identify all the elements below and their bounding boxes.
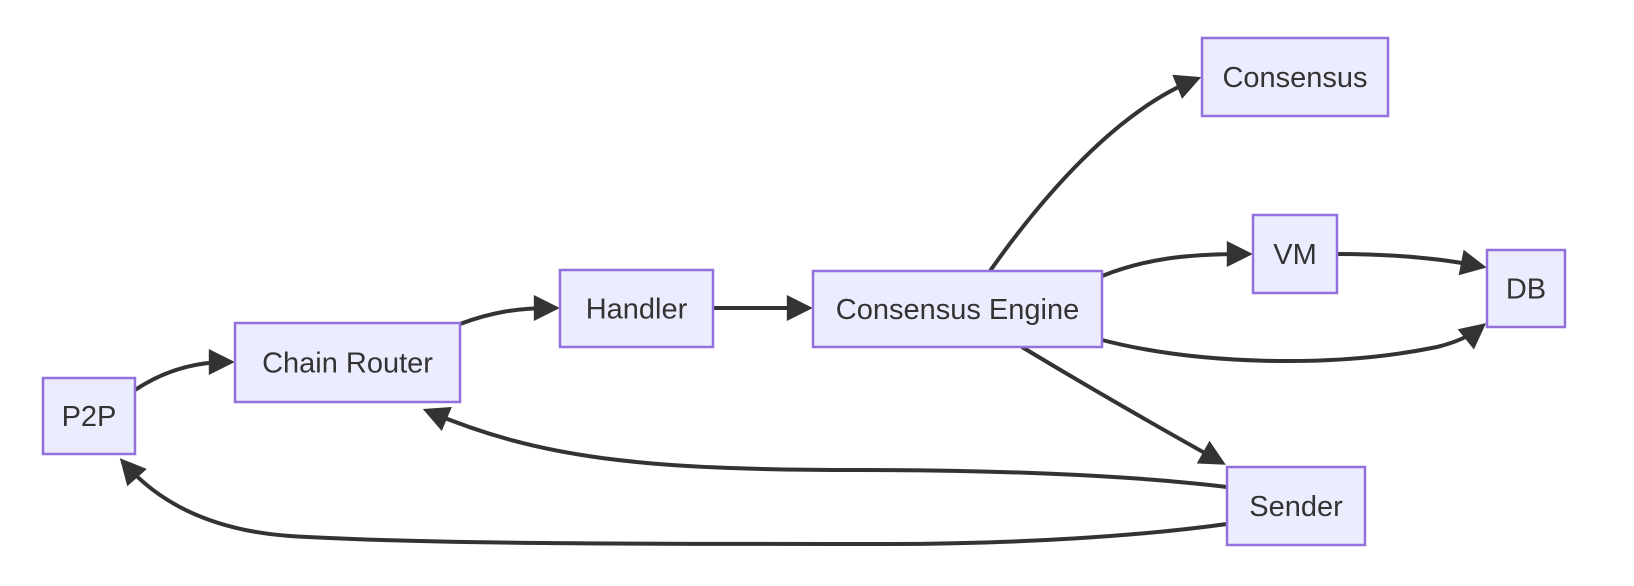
node-consensus-label: Consensus: [1222, 62, 1367, 94]
edge-sender-to-p2p: [119, 458, 1228, 547]
node-sender-box: [1225, 465, 1367, 547]
node-vm-label: VM: [1273, 239, 1317, 271]
edge-consensus-engine-to-db: [1101, 323, 1487, 364]
node-consensus-engine-box: [811, 269, 1104, 349]
edge-consensus-engine-to-vm: [1101, 241, 1253, 278]
edge-consensus-engine-to-consensus: [988, 74, 1202, 273]
node-handler-label: Handler: [586, 294, 688, 326]
node-sender-label: Sender: [1249, 491, 1343, 523]
nodes-layer: P2P Chain Router Handler Consensus Engine Co…: [41, 36, 1567, 547]
node-consensus: Consensus: [1200, 36, 1390, 118]
node-consensus-engine: Consensus Engine: [811, 269, 1104, 349]
node-db: DB: [1485, 248, 1567, 329]
node-db-box: [1485, 248, 1567, 329]
edge-vm-to-db: [1336, 249, 1487, 276]
edge-sender-to-chain-router: [422, 407, 1228, 489]
node-consensus-engine-label: Consensus Engine: [836, 294, 1079, 326]
node-vm-box: [1251, 213, 1339, 295]
node-p2p-box: [41, 376, 137, 456]
node-chain-router-label: Chain Router: [262, 348, 433, 380]
node-sender: Sender: [1225, 465, 1367, 547]
node-vm: VM: [1251, 213, 1339, 295]
node-chain-router: Chain Router: [233, 321, 462, 404]
edges-layer: [119, 74, 1487, 547]
edge-chain-router-to-handler: [459, 295, 560, 326]
node-chain-router-box: [233, 321, 462, 404]
node-handler-box: [558, 268, 715, 349]
node-consensus-box: [1200, 36, 1390, 118]
node-p2p-label: P2P: [62, 401, 117, 433]
node-p2p: P2P: [41, 376, 137, 456]
edge-consensus-engine-to-sender: [1020, 345, 1226, 465]
node-db-label: DB: [1506, 274, 1546, 306]
edge-p2p-to-chain-router: [133, 349, 235, 392]
node-handler: Handler: [558, 268, 715, 349]
